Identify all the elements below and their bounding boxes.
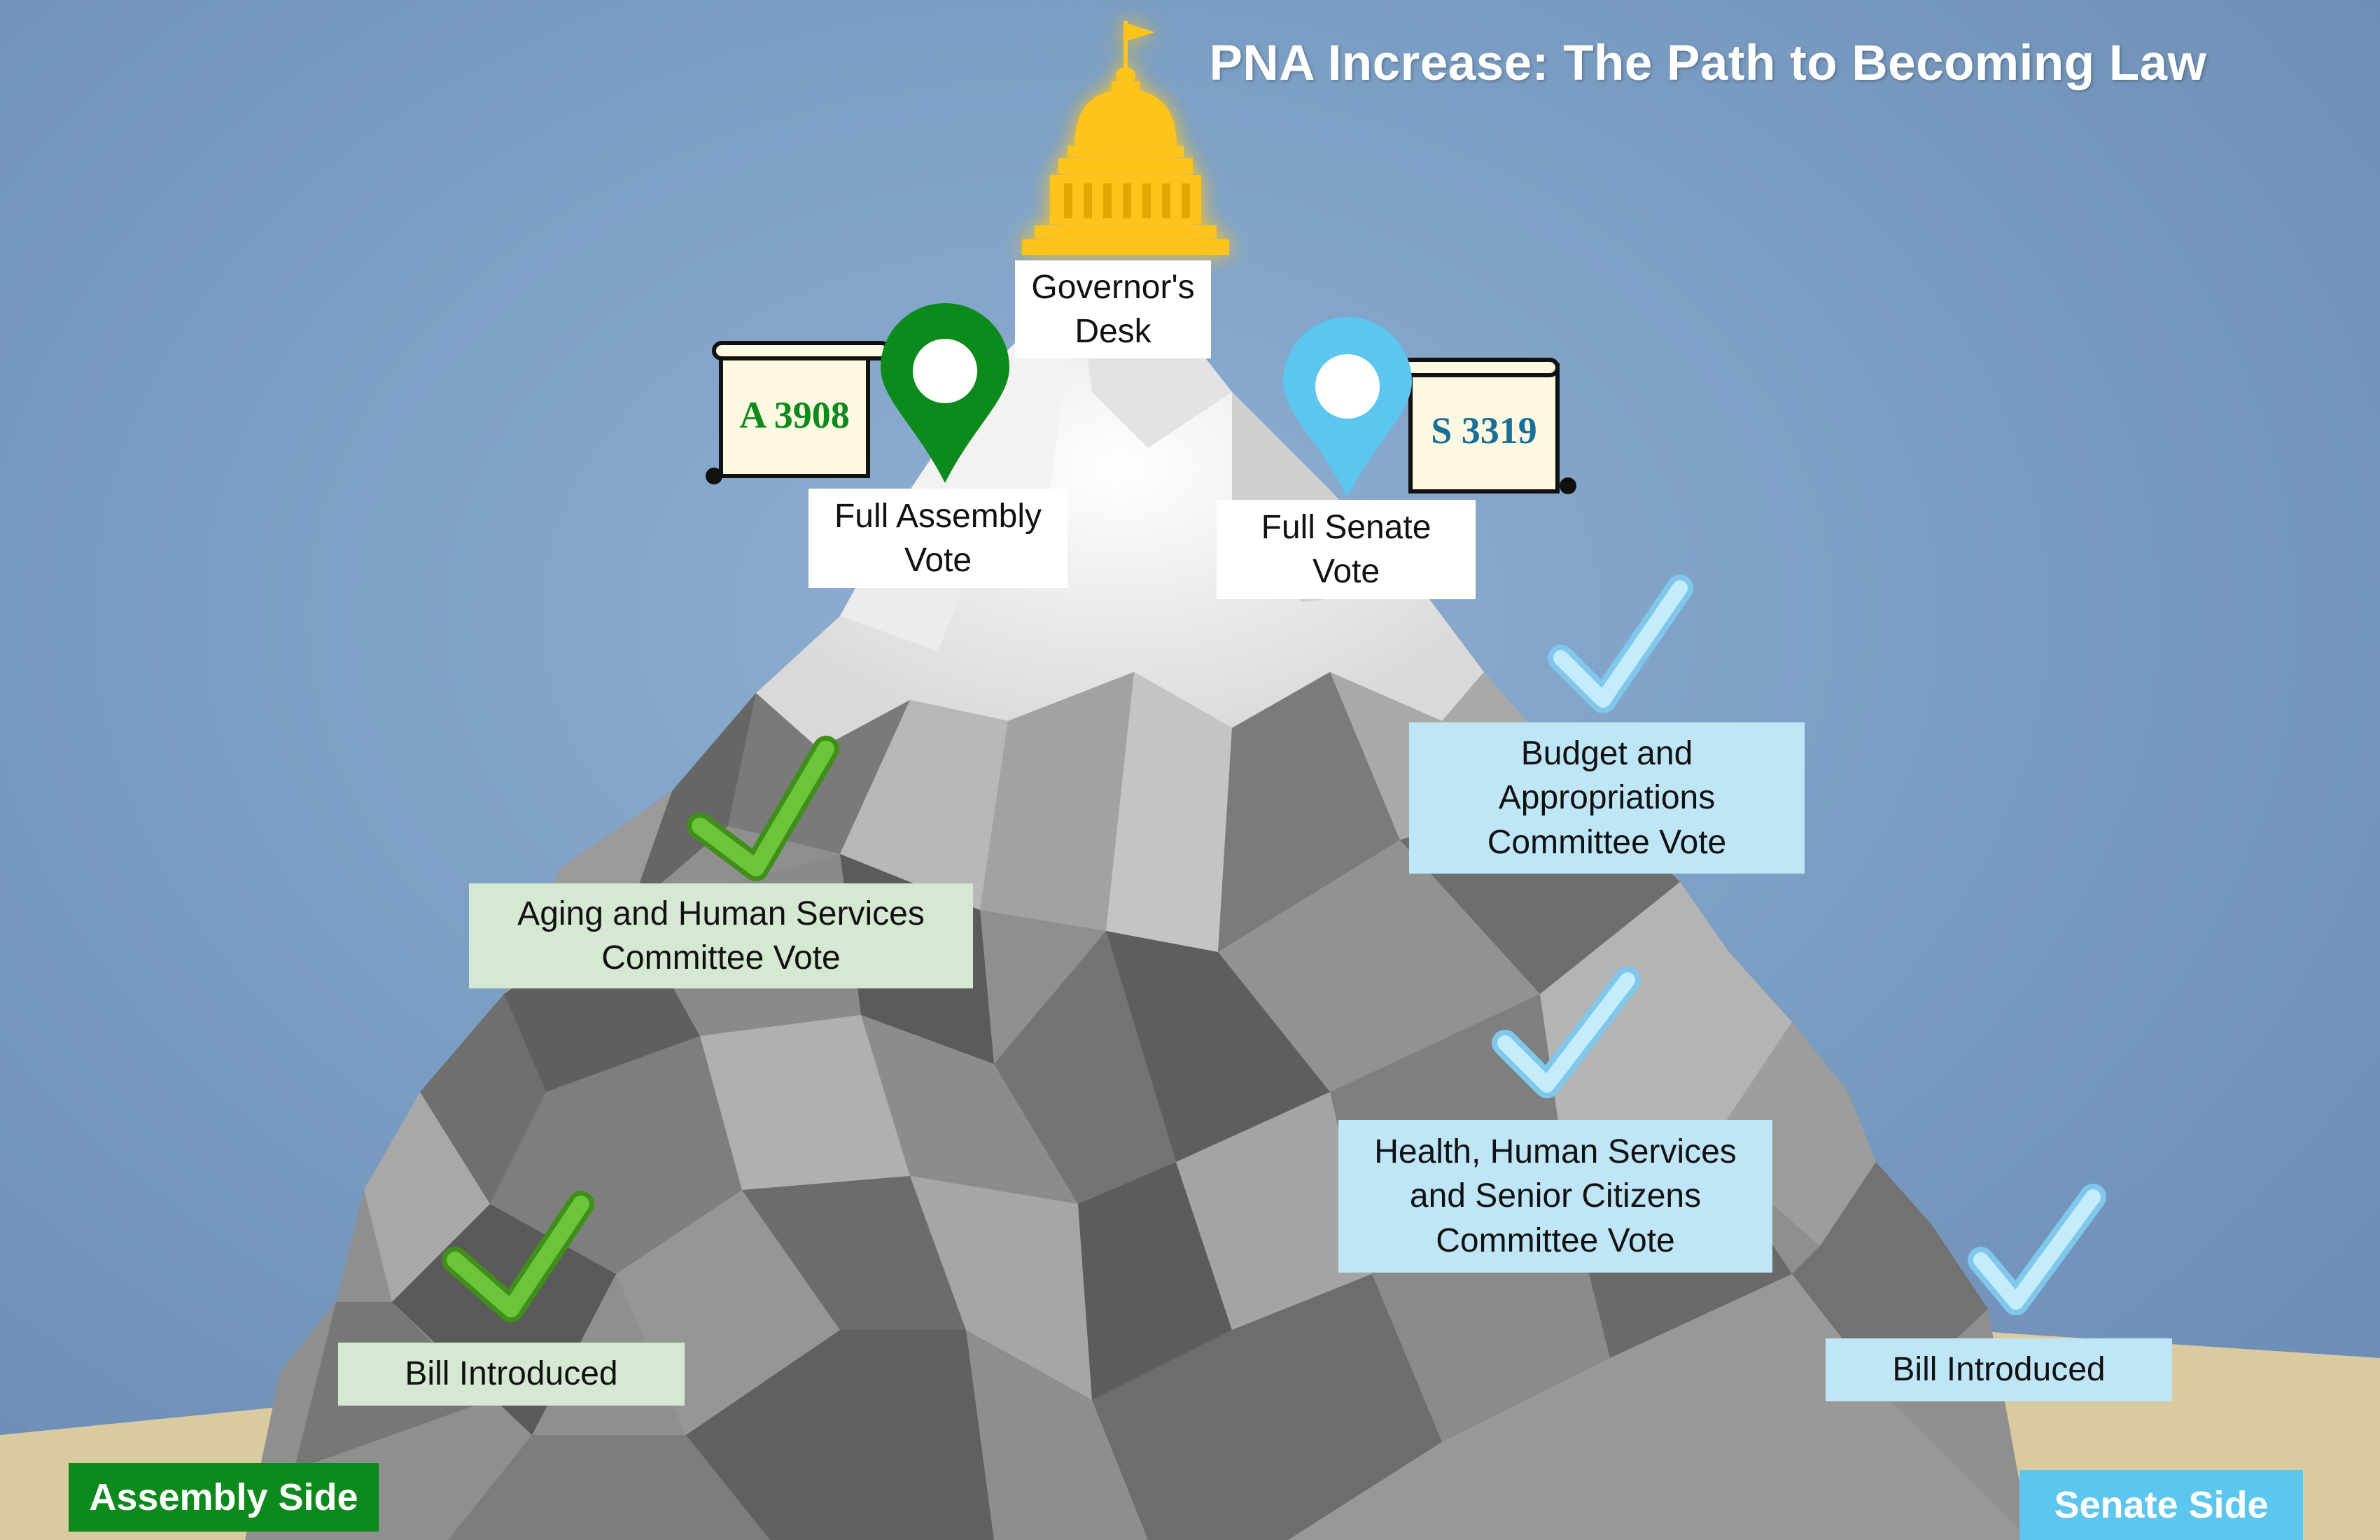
map-pin-icon bbox=[881, 303, 1009, 483]
capitol-columns bbox=[1064, 183, 1190, 218]
senate-side-legend: Senate Side bbox=[2019, 1470, 2303, 1540]
senate-bill-introduced-label: Bill Introduced bbox=[1826, 1338, 2172, 1401]
check-icon bbox=[447, 1196, 589, 1317]
assembly-bill-number: A 3908 bbox=[739, 394, 850, 436]
full-senate-vote-label: Full Senate Vote bbox=[1217, 500, 1476, 599]
map-pin-icon bbox=[1283, 317, 1412, 497]
senate-budget-committee-vote-label: Budget and Appropriations Committee Vote bbox=[1409, 722, 1805, 874]
senate-health-committee-vote-label: Health, Human Services and Senior Citize… bbox=[1338, 1120, 1772, 1273]
scroll-icon bbox=[706, 341, 891, 484]
check-icon bbox=[1553, 580, 1688, 708]
check-icon bbox=[1973, 1189, 2101, 1310]
assembly-side-legend: Assembly Side bbox=[69, 1463, 379, 1532]
check-icon bbox=[692, 741, 834, 876]
senate-bill-number: S 3319 bbox=[1431, 410, 1537, 451]
assembly-bill-introduced-label: Bill Introduced bbox=[338, 1343, 685, 1406]
assembly-committee-vote-label: Aging and Human Services Committee Vote bbox=[469, 883, 973, 988]
full-assembly-vote-label: Full Assembly Vote bbox=[808, 489, 1068, 588]
page-title: PNA Increase: The Path to Becoming Law bbox=[1209, 36, 2207, 91]
check-icon bbox=[1497, 972, 1635, 1093]
capitol-icon bbox=[1022, 21, 1229, 255]
governors-desk-label: Governor's Desk bbox=[1015, 260, 1211, 358]
